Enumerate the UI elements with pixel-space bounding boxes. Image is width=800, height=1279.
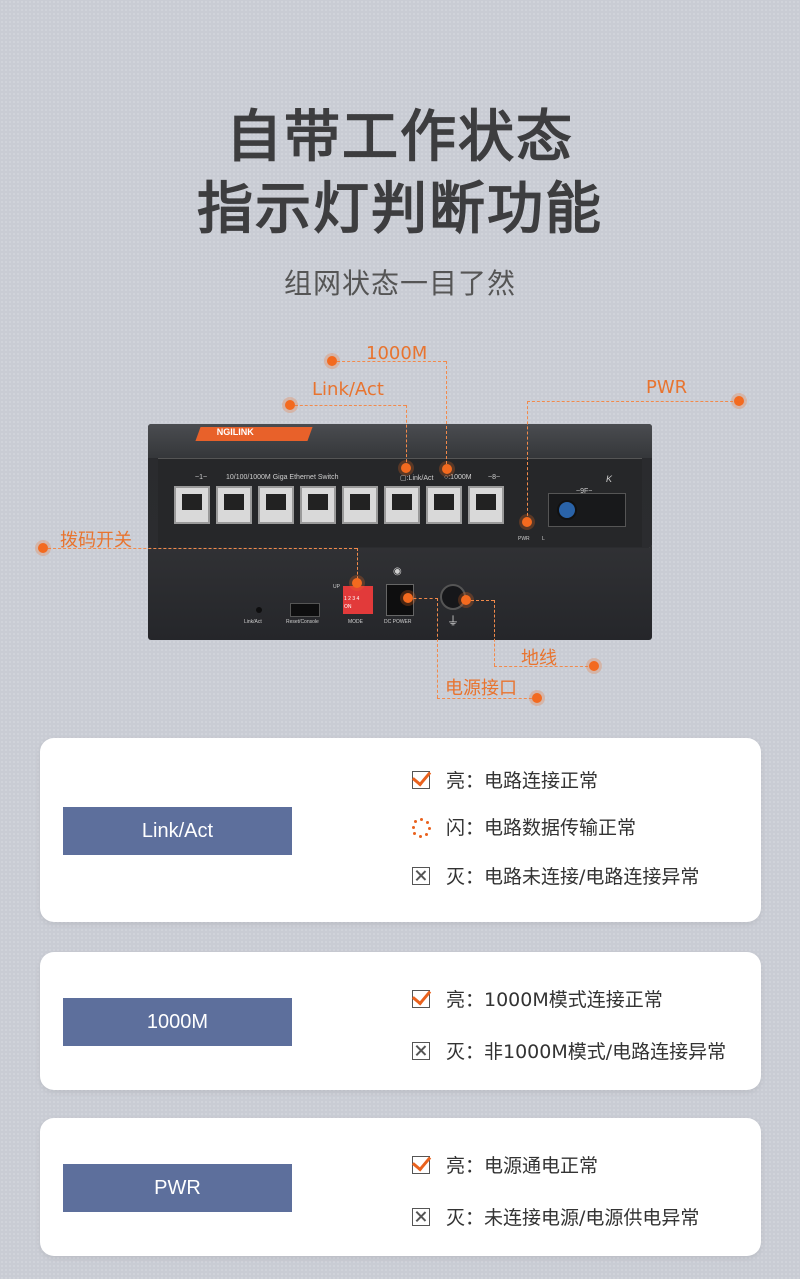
ground-screw	[440, 584, 466, 610]
status-card-pwr: PWR 亮：电源通电正常 灭：未连接电源/电源供电异常	[40, 1118, 761, 1256]
dip-numbers: 1 2 3 4	[344, 596, 360, 602]
check-icon	[412, 1156, 430, 1174]
fiber-port	[548, 493, 626, 527]
rj45-port	[426, 486, 462, 524]
console-port	[290, 603, 320, 617]
rear-mode-label: MODE	[348, 619, 363, 625]
x-box-icon	[412, 867, 430, 885]
dip-switch	[343, 586, 373, 614]
callout-ground: 地线	[521, 648, 557, 669]
rj45-port	[258, 486, 294, 524]
check-icon	[412, 990, 430, 1008]
link-act-hole	[256, 607, 262, 613]
title-line-2: 指示灯判断功能	[197, 177, 603, 242]
rear-link-act-label: Link/Act	[244, 619, 262, 625]
rj45-port	[300, 486, 336, 524]
blink-icon	[412, 818, 431, 838]
rj45-port	[468, 486, 504, 524]
pwr-small-label: PWR	[518, 536, 530, 542]
dip-on-label: ON	[344, 604, 352, 610]
k-mark: K	[606, 474, 613, 484]
dc-polarity-icon: ◉	[393, 566, 402, 577]
dip-up-label: UP	[333, 584, 340, 590]
subtitle: 组网状态一目了然	[283, 267, 516, 300]
rear-dc-label: DC POWER	[384, 619, 412, 625]
callout-dip-switch: 拨码开关	[60, 530, 132, 551]
badge-pwr: PWR	[63, 1164, 292, 1212]
title-line-1: 自带工作状态	[226, 105, 574, 170]
model-label: 10/100/1000M Giga Ethernet Switch	[226, 474, 339, 481]
brand-logo: NGILINK	[195, 427, 313, 441]
led-label-link-act: ▢:Link/Act	[400, 475, 434, 482]
rear-reset-label: Reset/Console	[286, 619, 319, 625]
rj45-port	[174, 486, 210, 524]
port-label-last: ~8~	[488, 474, 501, 481]
callout-link-act: Link/Act	[312, 379, 384, 400]
port-label-first: ~1~	[195, 474, 208, 481]
x-box-icon	[412, 1042, 430, 1060]
badge-1000m: 1000M	[63, 998, 292, 1046]
rj45-port	[342, 486, 378, 524]
rj45-port	[384, 486, 420, 524]
callout-1000m: 1000M	[366, 343, 428, 364]
x-box-icon	[412, 1208, 430, 1226]
led-label-1000m: ○:1000M	[444, 474, 472, 481]
ground-symbol-icon: ⏚	[447, 614, 460, 628]
check-icon	[412, 771, 430, 789]
rj45-port	[216, 486, 252, 524]
callout-pwr: PWR	[646, 377, 688, 398]
fiber-label: ~9F~	[576, 488, 593, 495]
badge-link-act: Link/Act	[63, 807, 292, 855]
callout-power-port: 电源接口	[445, 678, 517, 699]
l-small-label: L	[542, 536, 545, 542]
status-card-link-act: Link/Act 亮：电路连接正常 闪：电路数据传输正常 灭：电路未连接/电路连…	[40, 738, 761, 922]
status-card-1000m: 1000M 亮：1000M模式连接正常 灭：非1000M模式/电路连接异常	[40, 952, 761, 1090]
